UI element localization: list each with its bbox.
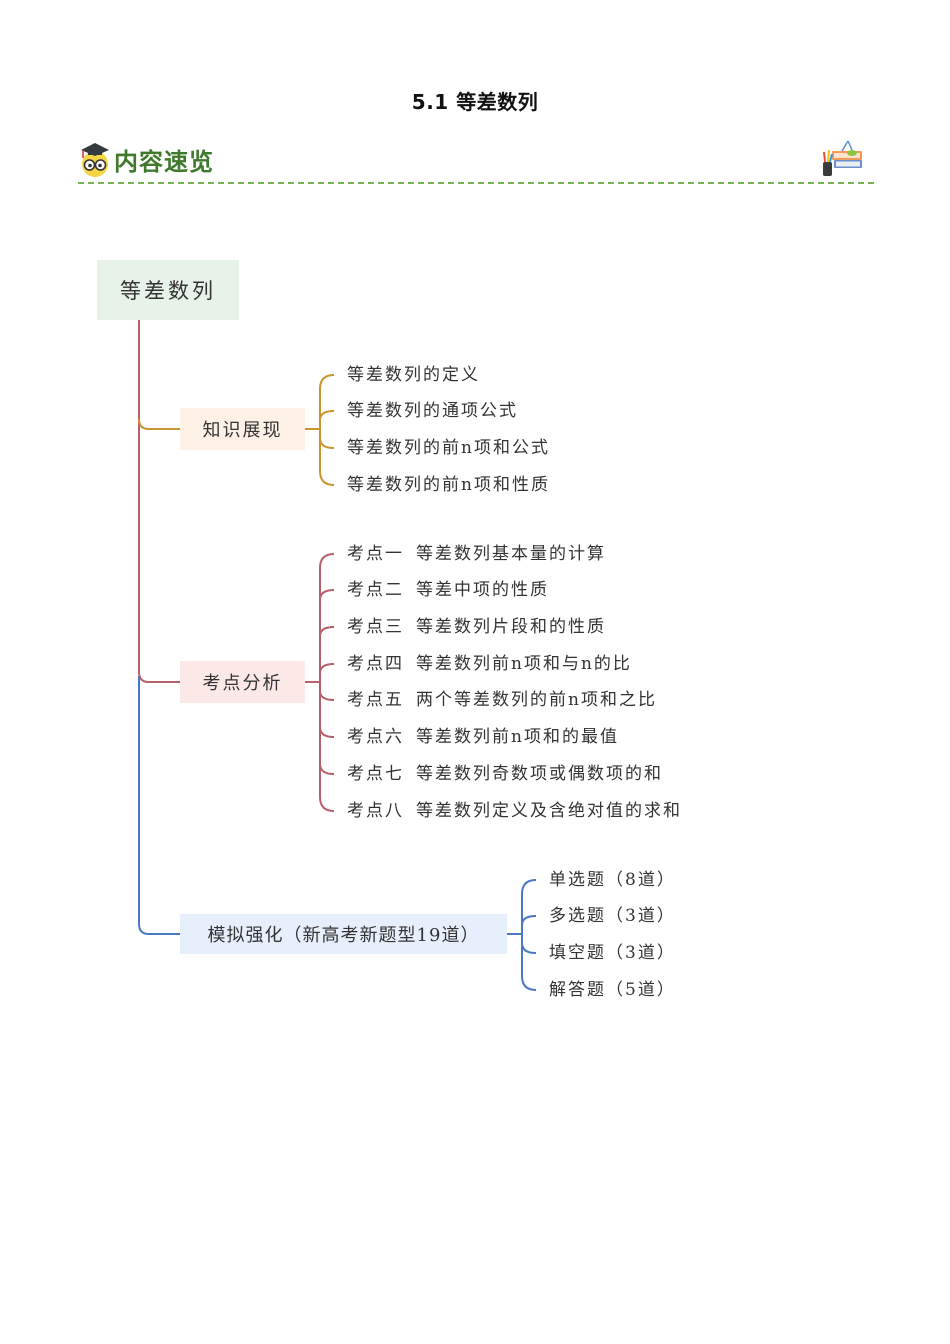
leaf-item: 考点八等差数列定义及含绝对值的求和 xyxy=(347,800,682,822)
leaf-text: 等差数列前n项和的最值 xyxy=(416,727,619,747)
leaf-text: 等差中项的性质 xyxy=(416,580,549,600)
leaf-tag: 考点六 xyxy=(347,727,404,747)
leaf-text: 等差数列前n项和与n的比 xyxy=(416,654,632,674)
section-heading: 内容速览 xyxy=(114,148,214,176)
leaf-item: 考点四等差数列前n项和与n的比 xyxy=(347,653,632,675)
section-header: 内容速览 xyxy=(78,138,874,186)
graduate-owl-icon xyxy=(81,143,109,177)
branch-node-knowledge: 知识展现 xyxy=(180,408,305,450)
section-divider xyxy=(78,182,874,184)
leaf-item: 考点一等差数列基本量的计算 xyxy=(347,543,606,565)
leaf-item: 等差数列的通项公式 xyxy=(347,401,518,421)
leaf-text: 等差数列基本量的计算 xyxy=(416,544,606,564)
leaf-tag: 考点五 xyxy=(347,690,404,710)
leaf-text: 等差数列奇数项或偶数项的和 xyxy=(416,764,663,784)
branch-node-practice: 模拟强化（新高考新题型19道） xyxy=(180,914,507,954)
leaf-tag: 考点七 xyxy=(347,764,404,784)
leaf-text: 两个等差数列的前n项和之比 xyxy=(416,690,657,710)
leaf-text: 等差数列定义及含绝对值的求和 xyxy=(416,801,682,821)
leaf-item: 考点三等差数列片段和的性质 xyxy=(347,616,606,638)
document-title: 5.1 等差数列 xyxy=(411,90,539,114)
leaf-tag: 考点三 xyxy=(347,617,404,637)
leaf-item: 考点五两个等差数列的前n项和之比 xyxy=(347,689,657,711)
leaf-item: 等差数列的前n项和性质 xyxy=(347,475,550,495)
leaf-item: 多选题（3道） xyxy=(549,906,676,926)
leaf-item: 等差数列的前n项和公式 xyxy=(347,438,550,458)
leaf-item: 等差数列的定义 xyxy=(347,365,480,385)
mindmap-root-node: 等差数列 xyxy=(97,260,239,320)
books-and-pencils-icon xyxy=(823,140,862,176)
leaf-item: 考点七等差数列奇数项或偶数项的和 xyxy=(347,763,663,785)
leaf-item: 考点二等差中项的性质 xyxy=(347,579,549,601)
leaf-item: 填空题（3道） xyxy=(549,943,676,963)
branch-node-exam-points: 考点分析 xyxy=(180,661,305,703)
leaf-text: 等差数列片段和的性质 xyxy=(416,617,606,637)
leaf-tag: 考点一 xyxy=(347,544,404,564)
leaf-item: 单选题（8道） xyxy=(549,870,676,890)
leaf-item: 考点六等差数列前n项和的最值 xyxy=(347,726,619,748)
leaf-item: 解答题（5道） xyxy=(549,980,676,1000)
leaf-tag: 考点八 xyxy=(347,801,404,821)
leaf-tag: 考点二 xyxy=(347,580,404,600)
leaf-tag: 考点四 xyxy=(347,654,404,674)
